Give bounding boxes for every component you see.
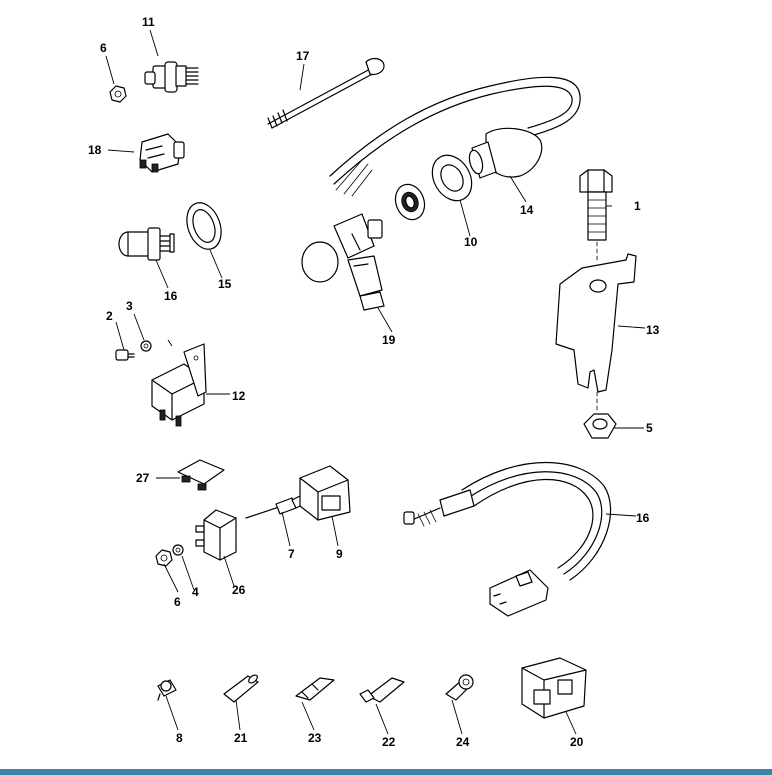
callout-7: 7 — [288, 547, 295, 561]
part-1-bolt — [579, 169, 613, 263]
part-2-screw — [115, 349, 135, 361]
leader-lines — [105, 29, 646, 735]
callout-2: 2 — [106, 309, 113, 323]
callout-4: 4 — [192, 585, 199, 599]
part-9-boot — [299, 465, 351, 521]
part-19-connector — [301, 213, 385, 311]
callout-15: 15 — [218, 277, 232, 291]
callout-27: 26 — [232, 583, 246, 597]
seal — [394, 183, 426, 221]
part-16-sender — [118, 227, 175, 261]
part-22-sleeve — [223, 674, 259, 703]
part-24-terminal — [295, 677, 335, 701]
part-3-washer — [140, 340, 152, 352]
callout-12: 12 — [232, 389, 246, 403]
callout-23: 22 — [382, 735, 396, 749]
part-8-clip — [157, 679, 177, 701]
part-7-pin — [245, 495, 305, 519]
callout-19: 19 — [382, 333, 396, 347]
callout-22: 21 — [234, 731, 248, 745]
part-17-harness — [403, 462, 612, 617]
callout-3: 3 — [126, 299, 133, 313]
callout-16: 16 — [164, 289, 178, 303]
callout-6-top: 6 — [100, 41, 107, 55]
part-12-relay — [151, 339, 207, 427]
part-27-breaker — [195, 509, 237, 561]
part-10-gasket — [431, 154, 473, 202]
bottom-bar — [0, 769, 772, 775]
part-18-cable-tie — [267, 57, 385, 129]
part-5-nut — [583, 413, 617, 439]
callout-21: 20 — [570, 735, 584, 749]
part-11-sender — [144, 61, 199, 93]
part-14-sender-harness — [329, 76, 581, 197]
callout-18: 17 — [296, 49, 310, 63]
part-21-connector-block — [521, 657, 587, 719]
part-20-switch — [139, 133, 185, 173]
part-25-ring-terminal — [445, 674, 474, 701]
part-26-fuse — [177, 459, 225, 491]
part-6-nut-bottom — [155, 549, 173, 567]
part-6-nut-top — [109, 85, 127, 103]
part-23-terminal — [359, 677, 405, 703]
part-15-gasket — [186, 202, 222, 250]
callout-1: 1 — [634, 199, 641, 213]
callout-13: 13 — [646, 323, 660, 337]
callout-10: 10 — [464, 235, 478, 249]
callout-25: 24 — [456, 735, 470, 749]
part-4-washer — [172, 544, 184, 556]
callout-8: 8 — [176, 731, 183, 745]
callout-labels: 11 6 18 16 15 17 14 10 1 13 5 19 2 3 12 … — [88, 15, 660, 749]
callout-14: 14 — [520, 203, 534, 217]
callout-6-bottom: 6 — [174, 595, 181, 609]
callout-24: 23 — [308, 731, 322, 745]
callout-5: 5 — [646, 421, 653, 435]
callout-11: 11 — [142, 15, 155, 29]
callout-17: 16 — [636, 511, 650, 525]
callout-9: 9 — [336, 547, 343, 561]
callout-20: 18 — [88, 143, 102, 157]
part-13-bracket — [555, 253, 637, 413]
callout-26: 27 — [136, 471, 150, 485]
